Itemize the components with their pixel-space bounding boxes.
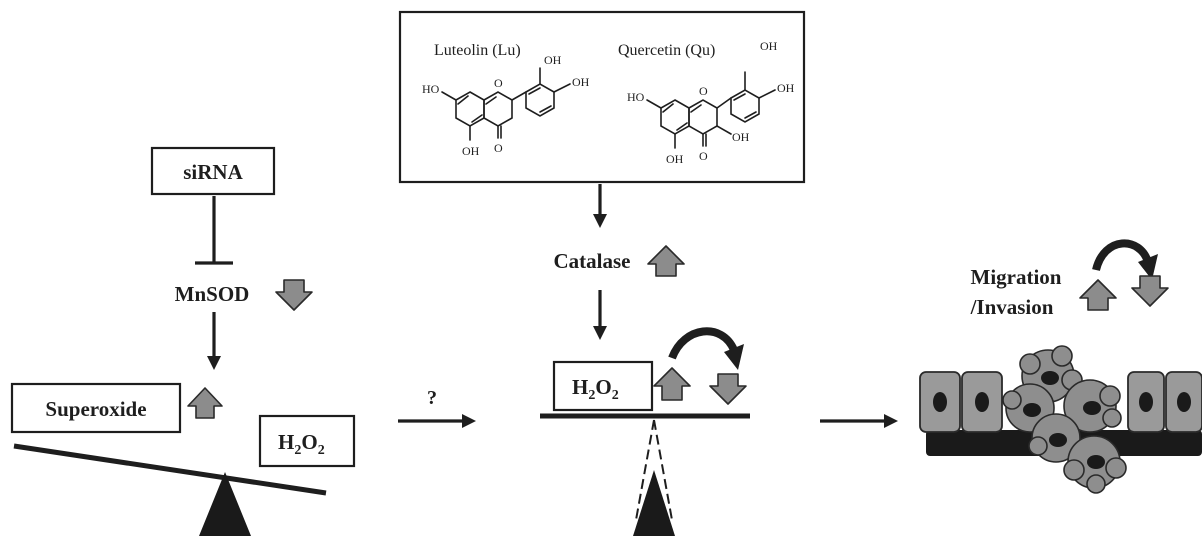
- left-seesaw-fulcrum: [199, 472, 251, 536]
- epithelial-cells: [919, 371, 1202, 433]
- qu-oh-right: OH: [777, 81, 795, 95]
- catalase-up-arrow-icon: [647, 245, 685, 277]
- migration-up-arrow-icon: [1079, 279, 1117, 311]
- middle-pathway: Catalase H2O2: [540, 184, 750, 536]
- migration-cycle-arrowhead: [1138, 254, 1158, 280]
- luteolin-structure: [441, 67, 571, 141]
- middle-seesaw-dash-right: [653, 419, 673, 521]
- qu-keto-o: O: [699, 149, 708, 163]
- lu-ring-o: O: [494, 76, 503, 90]
- migration-label: Migration: [971, 265, 1062, 289]
- mnsod-down-arrow-icon: [275, 279, 313, 311]
- left-h2o2-label: H2O2: [278, 430, 325, 458]
- migration-down-arrow-icon: [1131, 275, 1169, 307]
- h2o2-cycle-arrow: [668, 327, 738, 360]
- superoxide-box: [10, 382, 182, 434]
- superoxide-up-arrow-icon: [187, 387, 223, 419]
- catalase-label: Catalase: [554, 249, 631, 273]
- left-h2o2-box: [258, 414, 356, 468]
- lu-oh-bottom: OH: [462, 144, 480, 158]
- sirna-box: [150, 146, 276, 196]
- mnsod-label: MnSOD: [175, 282, 250, 306]
- h2o2-up-arrow-icon: [653, 367, 691, 401]
- qu-oh-3: OH: [732, 130, 750, 144]
- quercetin-structure: [646, 71, 776, 149]
- qu-ho-left: HO: [627, 90, 645, 104]
- h2o2-down-arrow-icon: [709, 373, 747, 405]
- middle-seesaw-dash-left: [635, 419, 655, 521]
- h2o2-cycle-arrowhead: [724, 344, 744, 370]
- lu-keto-o: O: [494, 141, 503, 155]
- middle-h2o2-label: H2O2: [572, 375, 619, 403]
- qu-oh-bottom: OH: [666, 152, 684, 166]
- lu-oh-top: OH: [544, 53, 562, 67]
- qu-ring-o: O: [699, 84, 708, 98]
- left-pathway: siRNA MnSOD Superoxide H2O2: [10, 146, 356, 536]
- migration-cycle-arrow: [1092, 239, 1152, 272]
- lu-oh-right: OH: [572, 75, 590, 89]
- cancer-cells: [1002, 345, 1127, 494]
- middle-seesaw-fulcrum: [633, 470, 675, 536]
- flavonoid-box: Luteolin (Lu) Quercetin (Qu) OH: [398, 10, 806, 184]
- luteolin-name: Luteolin (Lu): [434, 42, 521, 59]
- question-mark: ?: [427, 387, 437, 409]
- invasion-label: /Invasion: [970, 295, 1054, 319]
- migration-panel: Migration /Invasion: [919, 239, 1202, 494]
- superoxide-label: Superoxide: [45, 397, 146, 421]
- left-seesaw-beam: [13, 443, 327, 496]
- sirna-label: siRNA: [183, 160, 243, 184]
- lu-ho-left: HO: [422, 82, 440, 96]
- middle-h2o2-box: [552, 360, 654, 412]
- quercetin-name: Quercetin (Qu): [618, 42, 715, 59]
- qu-oh-top: OH: [760, 39, 778, 53]
